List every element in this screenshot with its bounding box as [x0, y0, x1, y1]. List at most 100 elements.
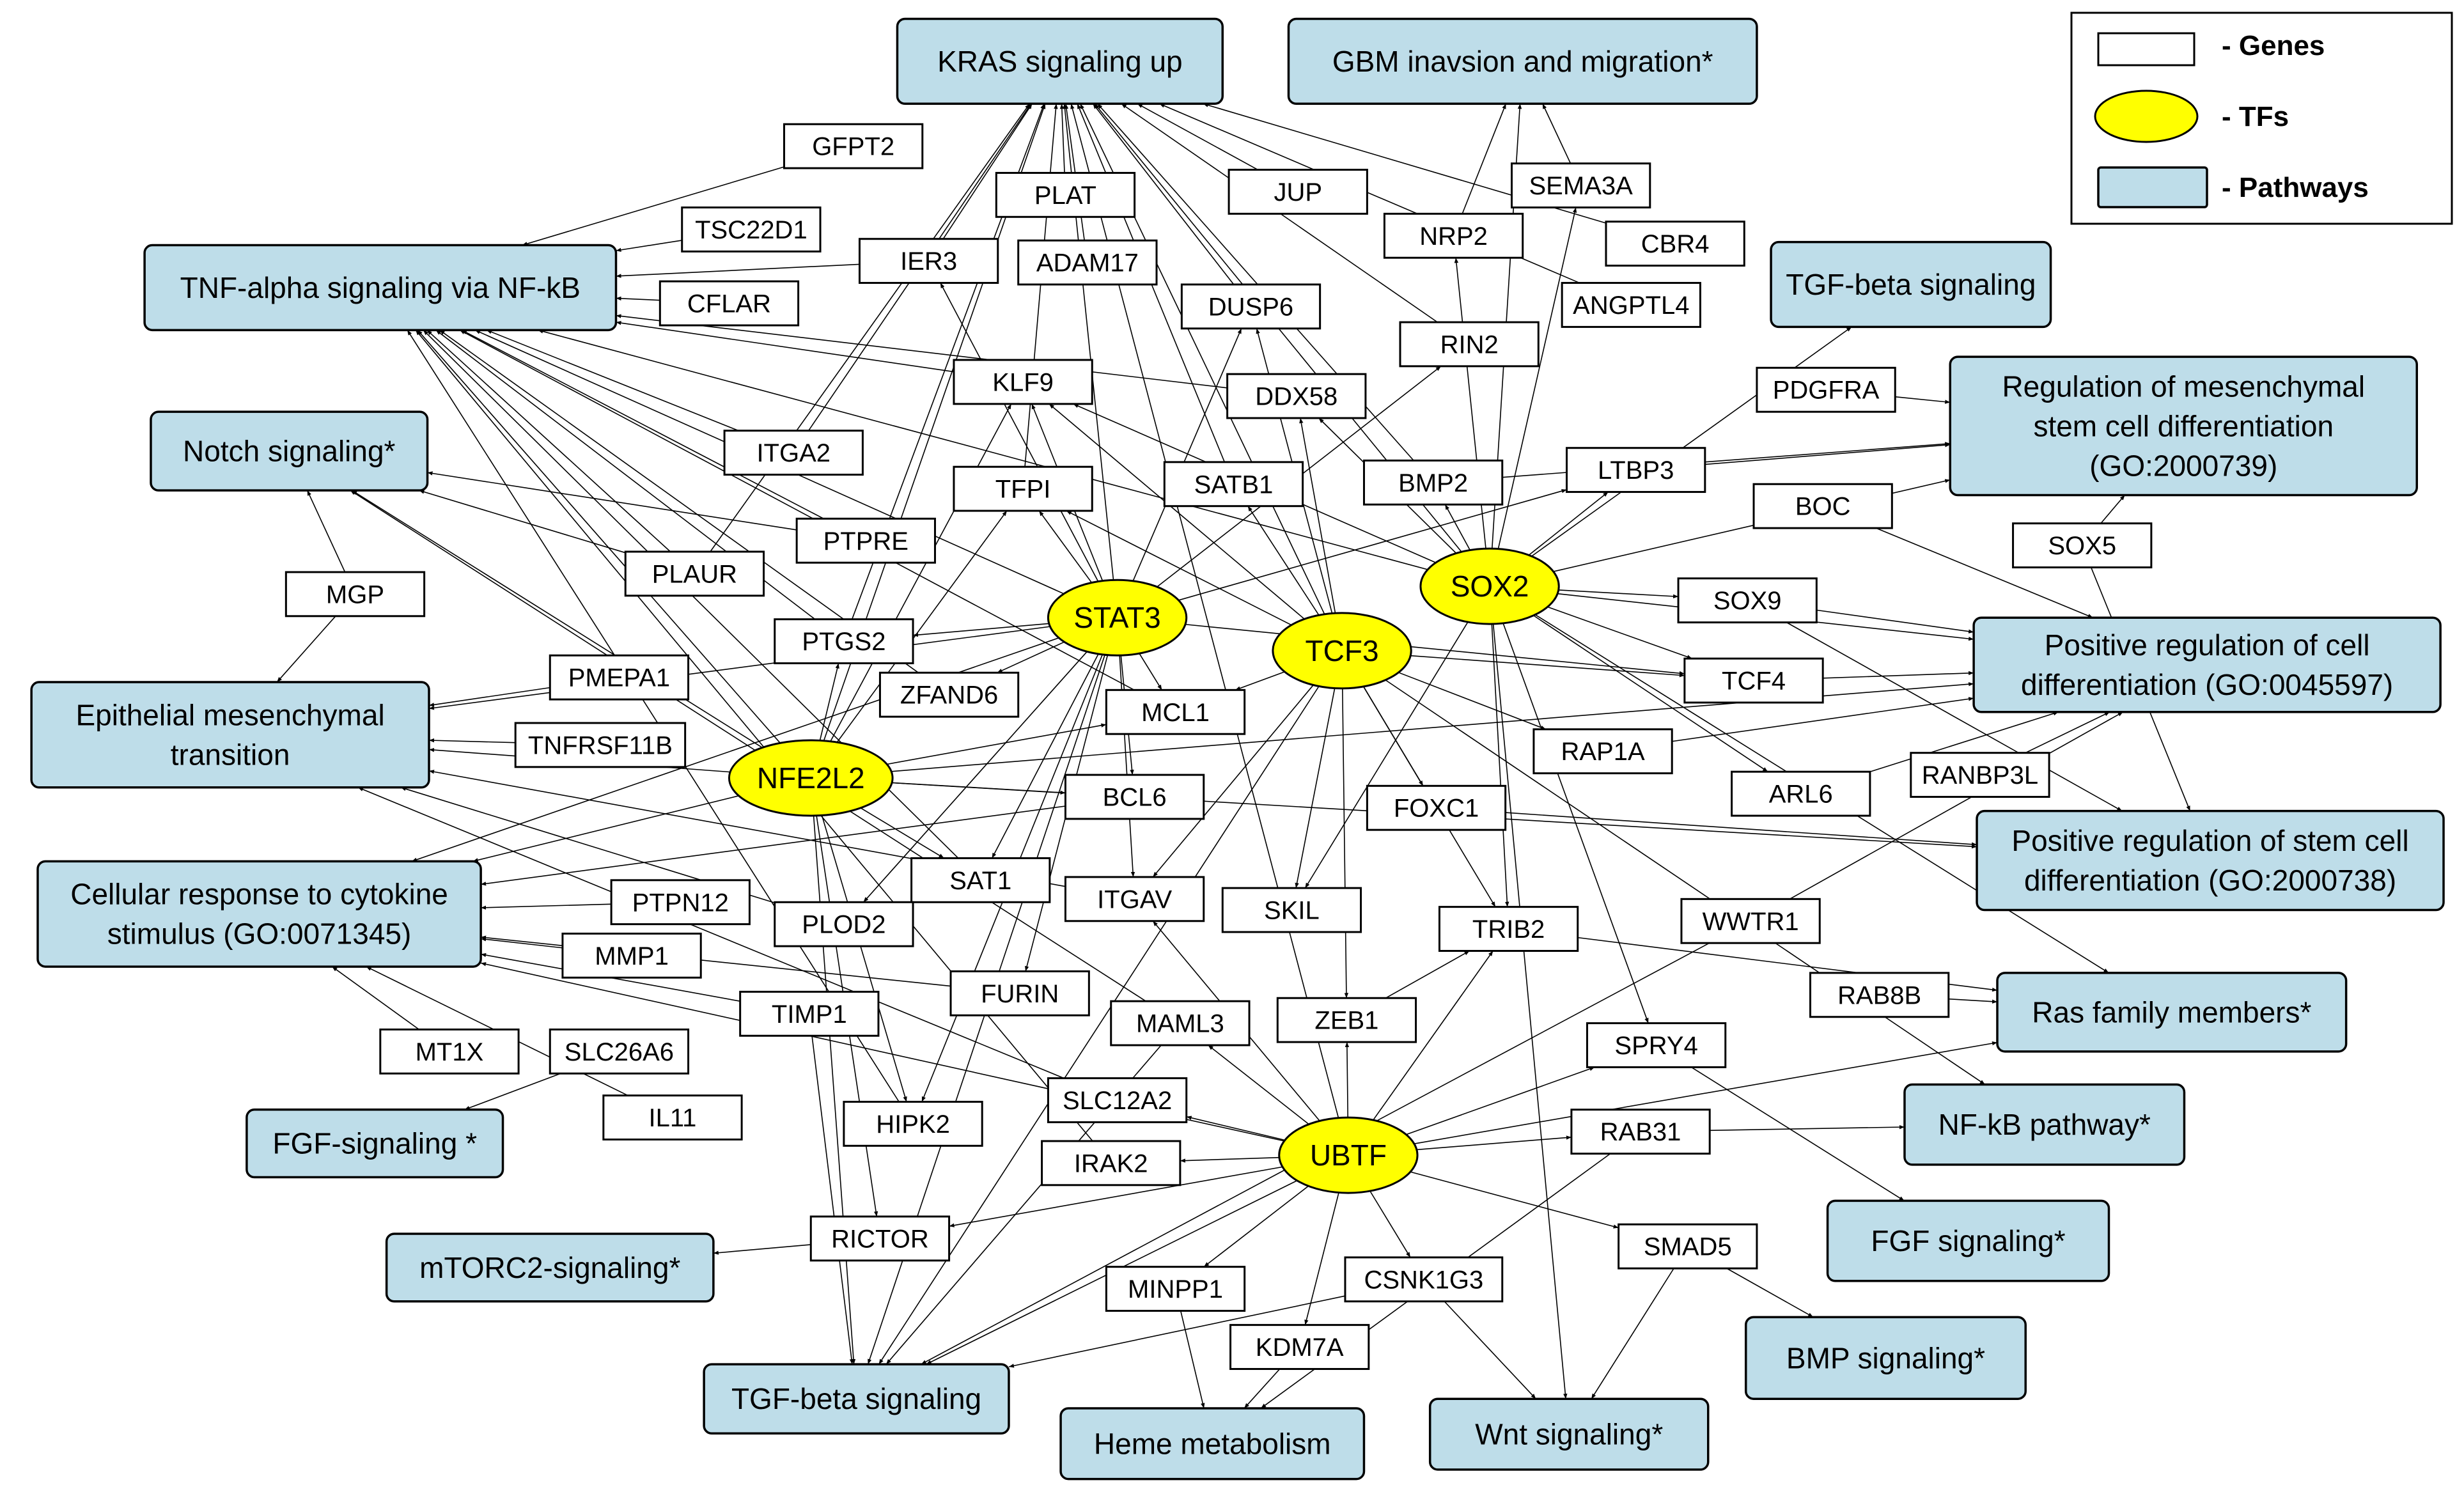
- edge-ubtf-to-kdm7a: [1304, 1192, 1339, 1325]
- gene-label: RIN2: [1440, 331, 1499, 359]
- gene-ptpn12: PTPN12: [610, 879, 751, 926]
- edge-spry4-to-fgf_right: [1691, 1066, 1905, 1202]
- edge-jup-to-kras: [1137, 103, 1258, 171]
- edge-furin-to-cytokine: [481, 935, 951, 987]
- edge-ier3-to-tnf: [616, 263, 860, 278]
- pathway-box: [1770, 240, 2052, 329]
- edge-ubtf-to-maml3: [1208, 1045, 1309, 1125]
- gene-box: [1680, 898, 1821, 944]
- tf-sox2: SOX2: [1419, 547, 1560, 625]
- gene-box: [1677, 577, 1818, 624]
- gene-label: RAB31: [1600, 1118, 1681, 1146]
- gene-box: [549, 654, 690, 701]
- edge-sox5-to-mesen_diff: [2100, 494, 2126, 524]
- edge-sox2-to-ltbp3: [1528, 491, 1609, 556]
- gene-label: TIMP1: [772, 1000, 847, 1029]
- gene-box: [723, 430, 864, 476]
- pathway-label: GBM inavsion and migration*: [1332, 45, 1713, 78]
- edge-gfpt2-to-tnf: [522, 166, 784, 246]
- edge-smad5-to-bmp: [1726, 1268, 1814, 1318]
- edge-sox2-to-sema3a: [1497, 207, 1577, 549]
- gene-label: ZFAND6: [900, 681, 998, 710]
- edge-wwtr1-to-pos_cell_diff: [1790, 712, 2124, 900]
- pathway-label: FGF-signaling *: [272, 1127, 477, 1160]
- edge-stat3-to-tcf4: [1185, 623, 1685, 676]
- gene-label: MAML3: [1136, 1010, 1224, 1038]
- gene-box: [1752, 483, 1893, 529]
- gene-spry4: SPRY4: [1586, 1022, 1727, 1068]
- pathway-box: [1949, 355, 2419, 497]
- pathway-box: [1428, 1397, 1710, 1471]
- gene-box: [1566, 447, 1706, 494]
- edge-plaur-to-notch: [419, 490, 626, 554]
- pathway-box: [246, 1108, 504, 1179]
- edge-stat3-to-ptgs2: [912, 623, 1049, 637]
- gene-pmepa1: PMEPA1: [549, 654, 690, 701]
- pathway-label: Ras family members*: [2032, 995, 2311, 1029]
- gene-box: [795, 517, 936, 564]
- gene-boc: BOC: [1752, 483, 1893, 529]
- edge-tcf3-to-foxc1: [1363, 686, 1424, 786]
- pathway-mtorc2: mTORC2-signaling*: [385, 1233, 715, 1303]
- edge-ubtf-to-smad5: [1410, 1171, 1619, 1229]
- pathway-label: FGF signaling*: [1871, 1224, 2065, 1257]
- pathway-label: TGF-beta signaling: [731, 1382, 981, 1415]
- edge-plaur-to-tnf: [426, 329, 671, 552]
- pathway-label: differentiation (GO:0045597): [2021, 668, 2393, 701]
- pathway-label: stem cell differentiation: [2033, 409, 2334, 442]
- gene-box: [1047, 1077, 1188, 1123]
- gene-label: SATB1: [1194, 471, 1274, 499]
- gene-label: IRAK2: [1074, 1149, 1148, 1178]
- gene-tsc22d1: TSC22D1: [681, 206, 822, 253]
- pathway-box: [36, 860, 482, 968]
- pathway-notch: Notch signaling*: [150, 410, 429, 492]
- gene-box: [602, 1094, 743, 1141]
- gene-label: KLF9: [992, 368, 1054, 396]
- edge-stat3-to-cytokine: [411, 637, 1059, 862]
- pathway-kras: KRAS signaling up: [896, 17, 1224, 105]
- edge-minpp1-to-heme: [1180, 1310, 1205, 1409]
- gene-tcf4: TCF4: [1683, 657, 1824, 704]
- pathway-fgf_left: FGF-signaling *: [246, 1108, 504, 1179]
- legend-pathway-swatch: [2097, 166, 2208, 208]
- gene-label: SMAD5: [1644, 1233, 1732, 1261]
- edge-ubtf-to-spry4: [1406, 1066, 1595, 1135]
- edge-boc-to-pos_cell_diff: [1876, 527, 2093, 618]
- gene-zfand6: ZFAND6: [878, 671, 1020, 718]
- gene-box: [285, 571, 426, 618]
- pathway-bmp: BMP signaling*: [1744, 1316, 2027, 1400]
- gene-plod2: PLOD2: [774, 901, 914, 947]
- gene-rictor: RICTOR: [809, 1215, 951, 1262]
- edge-sox2-to-skil: [1304, 621, 1469, 889]
- edge-tcf3-to-tgfb_bottom: [878, 686, 1320, 1365]
- edge-slc12a2-to-emt: [357, 787, 1064, 1079]
- pathway-label: Heme metabolism: [1094, 1427, 1331, 1460]
- gene-label: TRIB2: [1472, 915, 1545, 944]
- gene-box: [610, 879, 751, 926]
- edge-ptpre-to-tnf: [461, 329, 824, 520]
- gene-label: MGP: [326, 580, 384, 609]
- gene-box: [1017, 239, 1158, 286]
- gene-trib2: TRIB2: [1438, 906, 1579, 952]
- gene-label: PLAT: [1034, 182, 1096, 210]
- gene-box: [1366, 784, 1507, 831]
- edge-arl6-to-pos_cell_diff: [1869, 712, 2059, 773]
- gene-label: TSC22D1: [695, 216, 807, 244]
- gene-box: [774, 618, 914, 665]
- gene-box: [1041, 1140, 1181, 1186]
- gene-label: SPRY4: [1614, 1032, 1697, 1060]
- gene-label: TNFRSF11B: [528, 731, 673, 759]
- edge-ptpn12-to-cytokine: [481, 903, 612, 910]
- gene-ier3: IER3: [858, 238, 999, 284]
- gene-label: FURIN: [981, 980, 1059, 1008]
- gene-label: RAB8B: [1837, 981, 1921, 1009]
- gene-box: [1064, 774, 1205, 820]
- tf-label: TCF3: [1306, 634, 1379, 667]
- tf-ellipse: [728, 739, 894, 817]
- gene-label: SOX9: [1713, 587, 1782, 615]
- gene-label: PTPN12: [632, 889, 729, 917]
- pathway-label: Notch signaling*: [183, 435, 396, 468]
- gene-box: [1586, 1022, 1727, 1068]
- edge-tcf3-to-tcf4: [1410, 655, 1685, 678]
